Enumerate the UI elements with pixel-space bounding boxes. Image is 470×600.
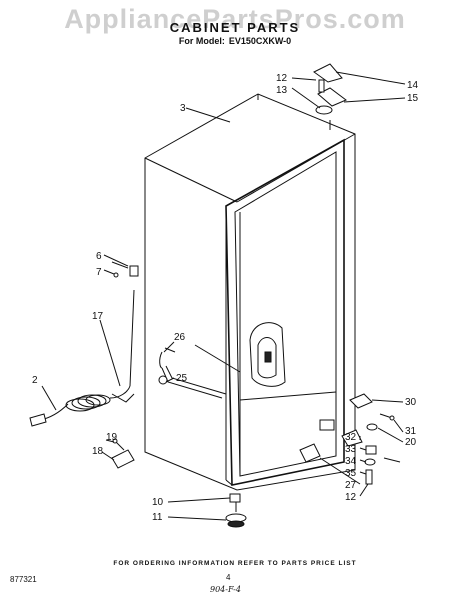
callout-11: 11 bbox=[152, 512, 163, 523]
callout-27: 27 bbox=[345, 480, 357, 491]
model-line: For Model:EV150CXKW-0 bbox=[0, 36, 470, 46]
callout-12-lower: 12 bbox=[345, 492, 357, 503]
drain-tube bbox=[158, 351, 227, 399]
callout-34: 34 bbox=[345, 456, 357, 467]
callout-12: 12 bbox=[276, 73, 288, 84]
callout-35: 35 bbox=[345, 468, 357, 479]
handwritten-mark: 904-F-4 bbox=[210, 585, 241, 594]
inner-housing bbox=[249, 322, 286, 387]
callout-7: 7 bbox=[96, 267, 102, 278]
thermostat-bracket bbox=[111, 261, 139, 278]
power-cord bbox=[29, 289, 135, 427]
ordering-note: FOR ORDERING INFORMATION REFER TO PARTS … bbox=[113, 560, 357, 567]
callout-18: 18 bbox=[92, 446, 104, 457]
cord-clamp-bracket bbox=[111, 438, 135, 469]
watermark: AppliancePartsPros.com bbox=[64, 4, 406, 34]
callout-labels: 12 13 14 15 3 6 7 17 2 26 25 19 18 30 31… bbox=[32, 73, 419, 523]
callout-20: 20 bbox=[405, 437, 417, 448]
callout-2: 2 bbox=[32, 375, 38, 386]
callout-10: 10 bbox=[152, 497, 164, 508]
callout-13: 13 bbox=[276, 85, 288, 96]
page-number: 4 bbox=[226, 573, 231, 582]
callout-3: 3 bbox=[180, 103, 186, 114]
model-prefix: For Model: bbox=[178, 36, 225, 46]
page-title: CABINET PARTS bbox=[169, 20, 301, 35]
callout-14: 14 bbox=[407, 80, 419, 91]
callout-32: 32 bbox=[345, 432, 357, 443]
top-hinge-assembly bbox=[313, 63, 347, 130]
callout-17: 17 bbox=[92, 311, 104, 322]
leader-lines bbox=[41, 71, 406, 521]
cabinet-body bbox=[144, 93, 356, 491]
callout-15: 15 bbox=[407, 93, 419, 104]
callout-33: 33 bbox=[345, 444, 357, 455]
callout-19: 19 bbox=[106, 432, 118, 443]
bottom-hinge-assembly bbox=[299, 393, 401, 485]
callout-6: 6 bbox=[96, 251, 102, 262]
document-id: 877321 bbox=[10, 575, 37, 584]
callout-30: 30 bbox=[405, 397, 417, 408]
callout-26: 26 bbox=[174, 332, 186, 343]
model-number: EV150CXKW-0 bbox=[228, 36, 292, 46]
callout-25: 25 bbox=[176, 373, 188, 384]
leveling-leg bbox=[225, 493, 247, 528]
callout-31: 31 bbox=[405, 426, 417, 437]
